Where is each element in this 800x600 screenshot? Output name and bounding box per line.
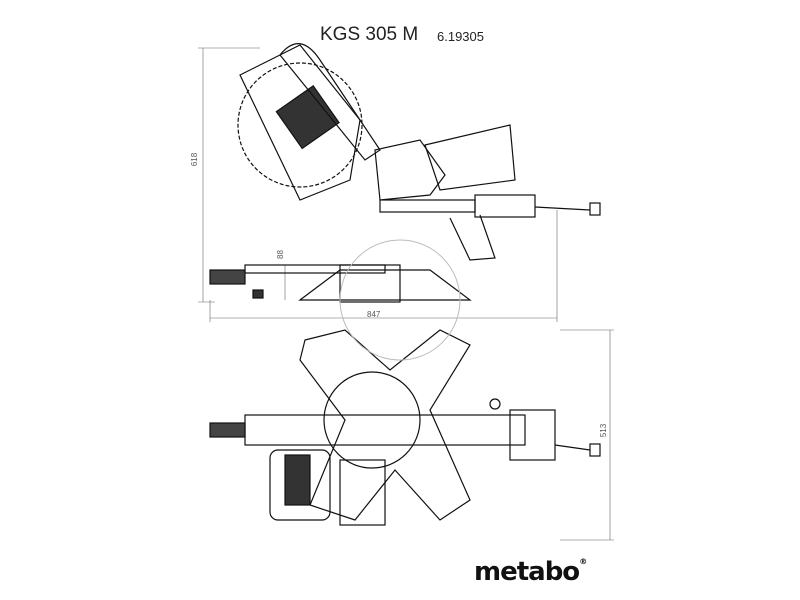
arm [244,414,526,446]
base-housing [339,264,401,303]
plug-top [589,443,601,457]
dimension-width: 513 [599,423,609,438]
turntable [323,371,421,469]
registered-mark: ® [579,557,587,566]
top-view-saw [209,329,601,526]
watermark [339,239,461,361]
blade-housing [339,459,386,526]
dimension-height: 618 [190,152,200,167]
side-view-saw [209,43,601,303]
support-arm [449,214,496,261]
plug [589,202,601,216]
model-title: KGS 305 M [320,24,419,45]
foot [252,289,264,299]
motor-cover [374,139,446,201]
extension-handle [209,269,246,285]
slide-rail [379,199,476,213]
dimension-table-height: 88 [275,250,285,259]
front-handle [209,422,246,438]
rail-end [474,194,536,218]
handle [279,43,381,161]
brand-logo: metabo® [474,557,587,587]
saw-blade [237,62,363,188]
motor-top [269,449,331,521]
dimension-lines [198,47,614,541]
chute [424,124,516,191]
base-cross [299,329,471,521]
power-cord [534,206,591,211]
dimension-length: 847 [367,310,381,319]
base [298,269,472,301]
knob [489,398,501,410]
blade-guard [239,44,361,201]
article-number: 6.19305 [437,29,484,44]
power-cord-top [554,444,591,451]
table [244,264,386,274]
brand-name: metabo [474,557,580,587]
motor-grip [284,454,311,506]
motor-housing [275,84,340,150]
rear-rail-housing [509,409,556,461]
